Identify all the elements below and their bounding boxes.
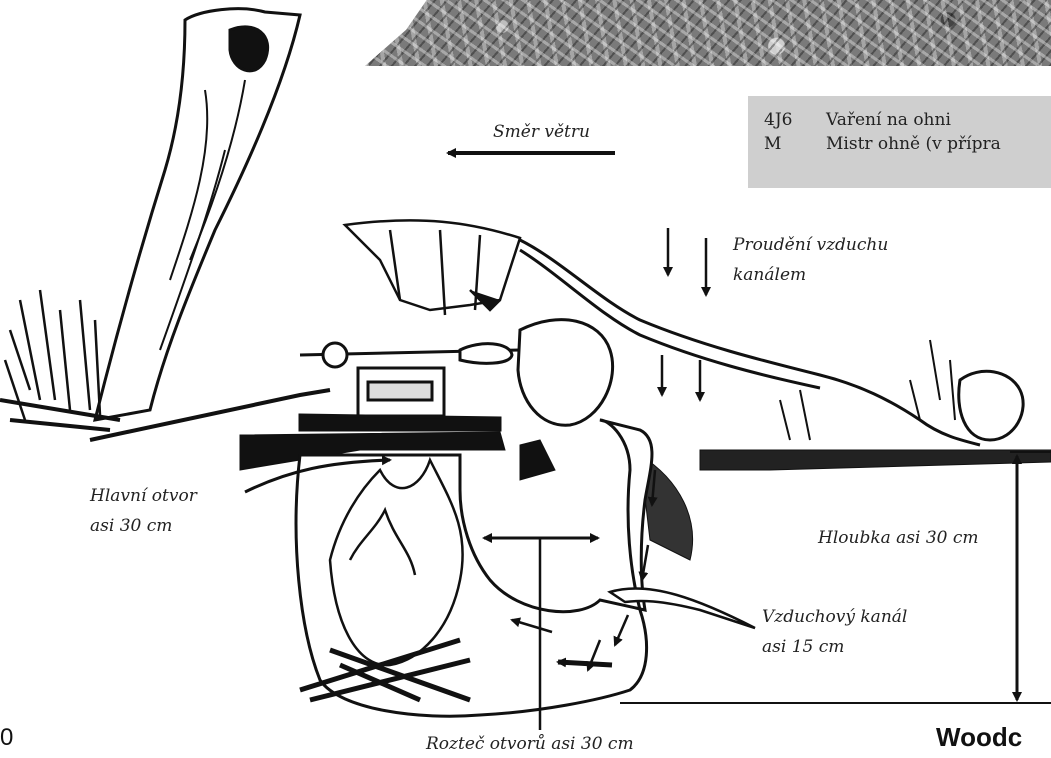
- brand-footer: Woodc: [936, 722, 1022, 753]
- main-hole-label-line1: Hlavní otvor: [90, 484, 197, 508]
- airflow-label-line1: Proudění vzduchu: [733, 233, 888, 257]
- wind-direction-label: Směr větru: [493, 120, 590, 144]
- info-code: M: [764, 134, 826, 154]
- depth-label: Hloubka asi 30 cm: [818, 526, 979, 550]
- channel-flow-arrow: [558, 662, 612, 665]
- main-hole-label-line2: asi 30 cm: [90, 514, 172, 538]
- info-text: Mistr ohně (v přípra: [826, 134, 1001, 154]
- page-number: 0: [0, 724, 13, 752]
- air-channel-label-line1: Vzduchový kanál: [762, 605, 907, 629]
- tree-trunk: [95, 9, 300, 420]
- info-text: Vaření na ohni: [826, 110, 951, 130]
- drying-cloths: [345, 220, 520, 315]
- airflow-label-line2: kanálem: [733, 263, 806, 287]
- spacing-label: Rozteč otvorů asi 30 cm: [426, 732, 634, 756]
- info-code: 4J6: [764, 110, 826, 130]
- air-channel-label-line2: asi 15 cm: [762, 635, 844, 659]
